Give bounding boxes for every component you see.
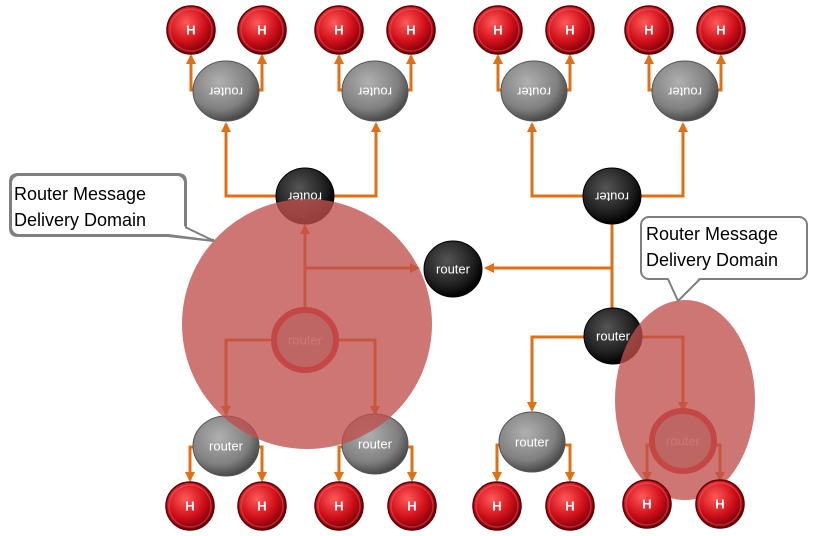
router-label: router: [594, 190, 629, 205]
callout-right-line2: Delivery Domain: [646, 250, 778, 270]
router-label: router: [358, 436, 393, 451]
host-label: H: [715, 496, 724, 511]
router-node: router: [423, 240, 483, 298]
router-node: router: [341, 60, 409, 122]
host-node: H: [695, 479, 745, 529]
host-label: H: [492, 498, 501, 513]
host-label: H: [407, 498, 416, 513]
router-label: router: [208, 85, 243, 100]
host-node: H: [314, 481, 364, 531]
host-node: H: [314, 5, 364, 55]
host-node: H: [237, 5, 287, 55]
host-label: H: [185, 498, 194, 513]
router-label: router: [516, 85, 551, 100]
host-node: H: [545, 5, 595, 55]
link: [527, 122, 584, 198]
link: [640, 122, 688, 198]
router-label: router: [667, 85, 702, 100]
host-node: H: [166, 5, 216, 55]
callout-left: Router Message Delivery Domain: [9, 173, 215, 242]
router-label: router: [436, 261, 471, 276]
delivery-domain-left: [182, 199, 432, 449]
host-node: H: [472, 481, 522, 531]
link: [484, 263, 614, 308]
router-node: router: [498, 411, 566, 473]
router-label: router: [515, 434, 550, 449]
router-node: router: [582, 167, 642, 225]
host-node: H: [387, 481, 437, 531]
host-label: H: [716, 22, 725, 37]
router-label: router: [209, 438, 244, 453]
link: [527, 335, 585, 412]
delivery-domain-right: [615, 300, 755, 500]
host-label: H: [493, 22, 502, 37]
router-label: router: [596, 328, 631, 343]
host-label: H: [257, 498, 266, 513]
link: [332, 122, 381, 198]
host-node: H: [624, 5, 674, 55]
callout-right: Router Message Delivery Domain: [640, 216, 808, 303]
host-node: H: [165, 481, 215, 531]
host-label: H: [257, 22, 266, 37]
host-label: H: [565, 498, 574, 513]
router-label: router: [357, 85, 392, 100]
router-node: router: [651, 60, 719, 122]
link: [221, 122, 278, 198]
router-node: router: [192, 60, 260, 122]
callout-left-line1: Router Message: [14, 184, 146, 204]
host-node: H: [237, 481, 287, 531]
host-label: H: [644, 22, 653, 37]
host-label: H: [334, 22, 343, 37]
host-node: H: [545, 481, 595, 531]
host-node: H: [622, 479, 672, 529]
host-label: H: [406, 22, 415, 37]
host-node: H: [473, 5, 523, 55]
host-node: H: [696, 5, 746, 55]
host-node: H: [386, 5, 436, 55]
host-label: H: [565, 22, 574, 37]
callout-left-line2: Delivery Domain: [14, 210, 146, 230]
callout-right-line1: Router Message: [646, 224, 778, 244]
host-label: H: [642, 496, 651, 511]
router-node: router: [500, 60, 568, 122]
host-label: H: [334, 498, 343, 513]
host-label: H: [186, 22, 195, 37]
